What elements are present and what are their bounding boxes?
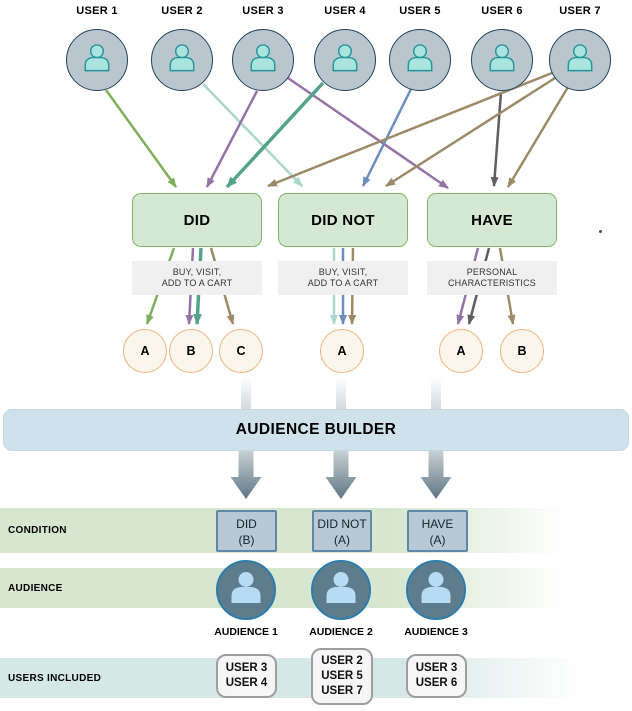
- edge-user1-did: [104, 89, 178, 188]
- condition-box-have: HAVE: [427, 193, 557, 247]
- output-circle-did-b: B: [169, 329, 213, 373]
- user-6-label: USER 6: [481, 5, 523, 17]
- row-label-users-included: USERS INCLUDED: [8, 673, 102, 684]
- edge-user6-have: [490, 91, 503, 187]
- condition-box-did: DID: [132, 193, 262, 247]
- result-condition-3: HAVE (A): [407, 510, 468, 552]
- user-1-label: USER 1: [76, 5, 118, 17]
- user-5-avatar: [389, 29, 451, 91]
- edge-user4-did: [225, 81, 325, 189]
- row-label-audience: AUDIENCE: [8, 583, 63, 594]
- stray-dot: [599, 230, 602, 233]
- audience-builder-bar: AUDIENCE BUILDER: [3, 409, 629, 451]
- user-6-avatar: [471, 29, 533, 91]
- output-circle-have-a: A: [439, 329, 483, 373]
- audience-3-label: AUDIENCE 3: [404, 626, 468, 638]
- connector-band-1: [241, 377, 251, 409]
- condition-sublabel-have: PERSONAL CHARACTERISTICS: [427, 261, 557, 295]
- connector-band-2: [336, 377, 346, 409]
- audience-2-label: AUDIENCE 2: [309, 626, 373, 638]
- output-circle-did-c: C: [219, 329, 263, 373]
- person-icon: [79, 40, 115, 81]
- person-icon: [321, 568, 361, 613]
- person-icon: [327, 40, 363, 81]
- row-label-condition: CONDITION: [8, 525, 67, 536]
- user-7-avatar: [549, 29, 611, 91]
- output-circle-did-a: A: [123, 329, 167, 373]
- person-icon: [484, 40, 520, 81]
- edge-user7-didnot: [385, 76, 556, 188]
- user-3-avatar: [232, 29, 294, 91]
- edge-user7-have: [506, 86, 570, 188]
- user-7-label: USER 7: [559, 5, 601, 17]
- person-icon: [402, 40, 438, 81]
- user-1-avatar: [66, 29, 128, 91]
- output-circle-didnot-a: A: [320, 329, 364, 373]
- user-5-label: USER 5: [399, 5, 441, 17]
- output-circle-have-b: B: [500, 329, 544, 373]
- audience-2-avatar: [311, 560, 371, 620]
- user-2-label: USER 2: [161, 5, 203, 17]
- condition-box-didnot: DID NOT: [278, 193, 408, 247]
- person-icon: [245, 40, 281, 81]
- edge-user3-have: [287, 76, 449, 190]
- audience-1-avatar: [216, 560, 276, 620]
- person-icon: [164, 40, 200, 81]
- user-4-label: USER 4: [324, 5, 366, 17]
- edge-user3-did: [205, 90, 259, 188]
- edge-user2-didnot: [202, 83, 303, 187]
- condition-sublabel-did: BUY, VISIT, ADD TO A CART: [132, 261, 262, 295]
- audience-3-avatar: [406, 560, 466, 620]
- flow-arrow-2: [325, 451, 357, 499]
- users-included-box-2: USER 2 USER 5 USER 7: [311, 648, 373, 705]
- user-2-avatar: [151, 29, 213, 91]
- users-included-box-3: USER 3 USER 6: [406, 654, 467, 698]
- condition-sublabel-didnot: BUY, VISIT, ADD TO A CART: [278, 261, 408, 295]
- connector-band-3: [431, 377, 441, 409]
- result-condition-1: DID (B): [216, 510, 277, 552]
- audience-1-label: AUDIENCE 1: [214, 626, 278, 638]
- result-condition-2: DID NOT (A): [312, 510, 372, 552]
- users-included-box-1: USER 3 USER 4: [216, 654, 277, 698]
- person-icon: [226, 568, 266, 613]
- edge-user7-did: [267, 71, 553, 188]
- flow-arrow-3: [420, 451, 452, 499]
- user-3-label: USER 3: [242, 5, 284, 17]
- person-icon: [416, 568, 456, 613]
- person-icon: [562, 40, 598, 81]
- user-4-avatar: [314, 29, 376, 91]
- flow-arrow-1: [230, 451, 262, 499]
